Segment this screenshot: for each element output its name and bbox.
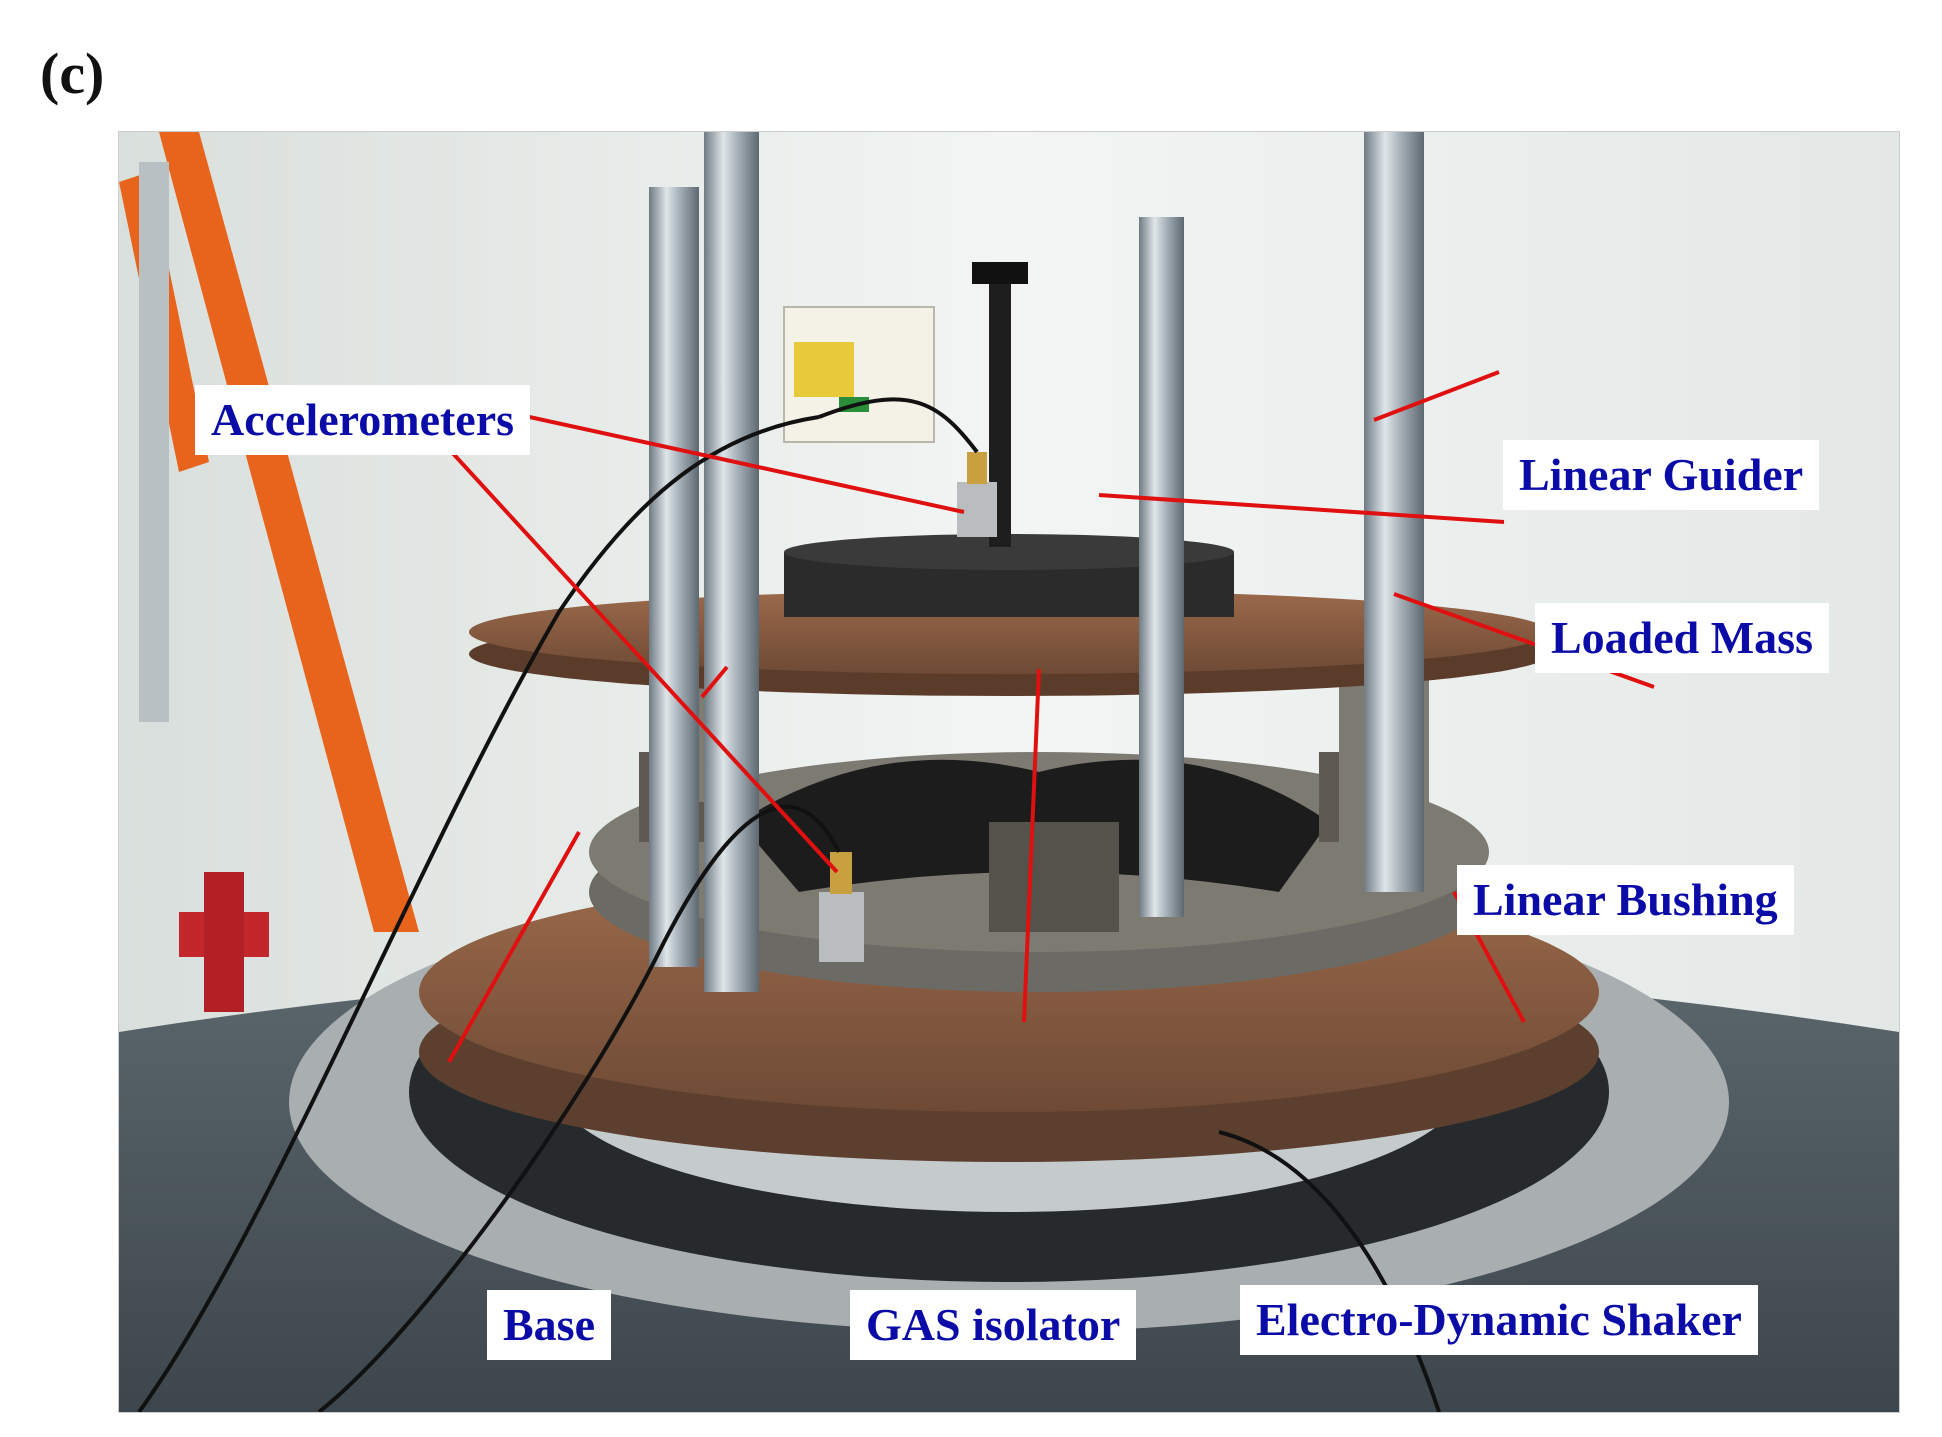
threaded-rod-cap <box>972 262 1028 284</box>
guide-rod-1 <box>649 187 699 967</box>
accelerometer-base <box>819 852 864 962</box>
panel-label: (c) <box>40 41 105 106</box>
label-linear-guider: Linear Guider <box>1503 440 1820 510</box>
accelerometer-cable-top-end <box>818 397 979 454</box>
guide-rod-3 <box>1139 217 1184 917</box>
leader-base-long <box>447 831 581 1063</box>
test-rig-photo <box>118 131 1900 1413</box>
leader-loaded-mass <box>1098 493 1505 524</box>
leader-gas-isolator <box>1022 668 1041 1023</box>
red-valve <box>179 872 269 1012</box>
leader-accelerometer-base <box>390 385 839 874</box>
leader-base <box>700 665 729 699</box>
label-gas-isolator: GAS isolator <box>850 1290 1137 1360</box>
label-linear-bushing: Linear Bushing <box>1457 865 1794 935</box>
accelerometer-top <box>957 452 997 537</box>
label-accelerometers: Accelerometers <box>195 385 531 455</box>
label-base: Base <box>487 1290 611 1360</box>
guide-rod-2 <box>704 132 759 992</box>
label-shaker: Electro-Dynamic Shaker <box>1240 1285 1758 1355</box>
wall-switch-box <box>783 306 935 443</box>
accelerometer-cable-top <box>137 415 820 1412</box>
threaded-rod <box>989 282 1011 547</box>
leader-linear-guider <box>1373 370 1500 422</box>
label-loaded-mass: Loaded Mass <box>1535 603 1829 673</box>
test-rig-illustration <box>119 132 1899 1412</box>
orange-ladder <box>119 132 419 932</box>
